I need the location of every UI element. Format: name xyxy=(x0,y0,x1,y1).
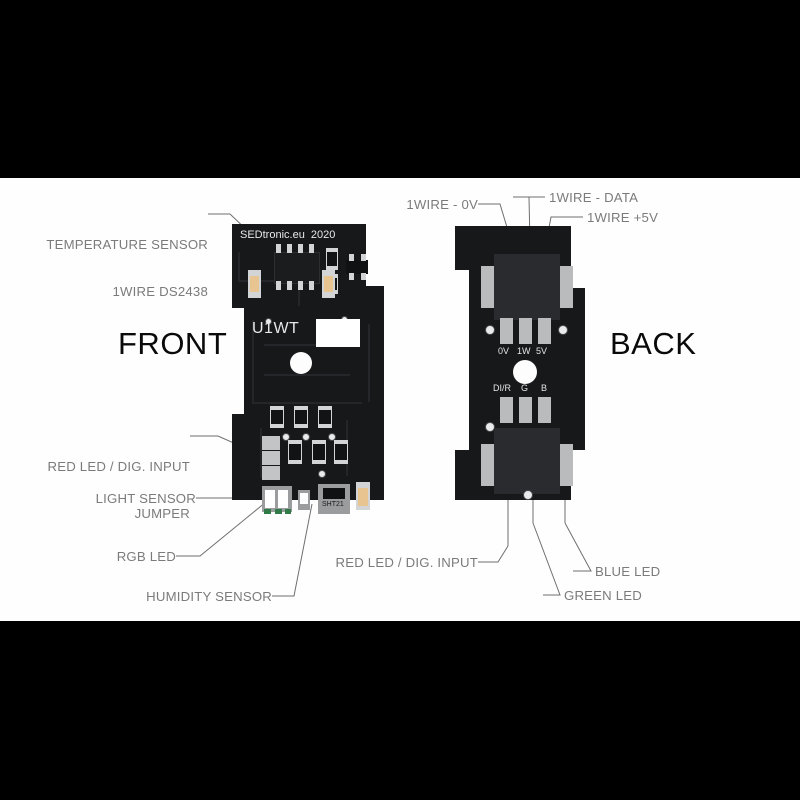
via xyxy=(328,433,336,441)
trace xyxy=(264,374,350,376)
smd-resistor-body xyxy=(335,444,347,460)
back-pad-label-g: G xyxy=(521,383,529,393)
callout-rgb-led: RGB LED xyxy=(116,549,176,564)
humidity-sensor-window xyxy=(323,488,345,499)
chip-lead xyxy=(309,281,314,290)
temperature-sensor-chip xyxy=(274,252,320,284)
chip-lead xyxy=(287,281,292,290)
sot-lead xyxy=(361,273,366,280)
back-pad-blue xyxy=(538,397,551,423)
back-pad-green xyxy=(519,397,532,423)
callout-humidity-sensor: HUMIDITY SENSOR xyxy=(146,589,272,604)
trace xyxy=(252,320,254,402)
gold-pad xyxy=(324,276,333,292)
mounting-via xyxy=(265,318,272,325)
callout-onewire-data: 1WIRE - DATA xyxy=(549,190,639,205)
connector-side-pad-left xyxy=(481,266,495,308)
callout-temperature-sensor-line2: 1WIRE DS2438 xyxy=(112,283,208,299)
front-pcb-body-shoulder xyxy=(232,286,384,308)
smd-capacitor-body xyxy=(327,252,337,266)
chip-lead xyxy=(276,281,281,290)
connector-side-pad-right-bottom xyxy=(559,444,573,486)
smd-resistor-body xyxy=(313,444,325,460)
led-pad xyxy=(285,509,291,514)
bottom-connector-module xyxy=(494,428,560,494)
callout-red-led-jumper-line2: JUMPER xyxy=(134,505,190,521)
callout-red-led-dig-input: RED LED / DIG. INPUT xyxy=(335,555,478,570)
front-pcb-body-mid xyxy=(244,308,384,414)
trace xyxy=(238,252,240,282)
back-pad-0v xyxy=(500,318,513,344)
trace xyxy=(264,344,360,346)
back-pad-label-0v: 0V xyxy=(498,346,510,356)
chip-lead xyxy=(287,244,292,253)
callout-onewire-5v: 1WIRE +5V xyxy=(587,210,659,225)
front-pcb: SEDtronic.eu 2020 xyxy=(228,224,388,524)
connector-side-pad-right xyxy=(559,266,573,308)
smd-resistor-body xyxy=(271,410,283,424)
chip-lead xyxy=(309,244,314,253)
small-led-lens xyxy=(300,493,308,504)
jumper-pad xyxy=(262,436,280,450)
trace xyxy=(260,428,262,478)
back-view-title: BACK xyxy=(610,326,697,361)
top-connector-module xyxy=(494,254,560,320)
sot-lead xyxy=(349,254,354,261)
callout-light-sensor: LIGHT SENSOR xyxy=(95,491,196,506)
light-sensor-window xyxy=(265,490,275,508)
callout-green-led: GREEN LED xyxy=(564,588,643,603)
smd-resistor-body xyxy=(289,444,301,460)
via xyxy=(485,422,495,432)
callout-temperature-sensor: TEMPERATURE SENSOR 1WIRE DS2438 xyxy=(16,206,208,330)
back-pad-label-1w: 1W xyxy=(517,346,531,356)
callout-temperature-sensor-line1: TEMPERATURE SENSOR xyxy=(46,237,208,252)
back-pad-label-dir: DI/R xyxy=(493,383,511,393)
back-pcb: 0V 1W 5V DI/R G B xyxy=(455,226,585,524)
gold-pad xyxy=(250,276,259,292)
back-pad-dir xyxy=(500,397,513,423)
via xyxy=(523,490,533,500)
callout-onewire-0v: 1WIRE - 0V xyxy=(406,197,478,212)
back-pad-label-5v: 5V xyxy=(536,346,548,356)
led-pad xyxy=(275,509,282,514)
front-view-title: FRONT xyxy=(118,326,228,361)
back-pad-5v xyxy=(538,318,551,344)
sot-lead xyxy=(349,273,354,280)
trace xyxy=(238,280,298,282)
chip-lead xyxy=(276,244,281,253)
callout-red-led-jumper: RED LED / DIG. INPUT JUMPER xyxy=(4,428,190,552)
smd-resistor-body xyxy=(295,410,307,424)
trace xyxy=(252,402,362,404)
led-pad xyxy=(264,509,271,514)
jumper-pad xyxy=(262,466,280,480)
jumper-pad xyxy=(262,451,280,465)
front-mounting-hole xyxy=(290,352,312,374)
humidity-sensor-part-label: SHT21 xyxy=(322,501,344,508)
chip-lead xyxy=(298,281,303,290)
back-pad-1w xyxy=(519,318,532,344)
via xyxy=(318,470,326,478)
diagram-canvas: TEMPERATURE SENSOR 1WIRE DS2438 RED LED … xyxy=(0,178,800,621)
sot-lead xyxy=(361,254,366,261)
chip-lead xyxy=(298,244,303,253)
trace xyxy=(298,280,300,306)
front-silkscreen-designator: U1WT xyxy=(252,320,300,337)
callout-red-led-jumper-line1: RED LED / DIG. INPUT xyxy=(47,459,190,474)
smd-resistor-body xyxy=(319,410,331,424)
sot-transistor xyxy=(346,260,368,274)
rgb-led-window xyxy=(278,490,288,508)
front-white-label xyxy=(316,319,360,347)
via xyxy=(282,433,290,441)
back-pad-label-b: B xyxy=(541,383,548,393)
front-silkscreen-brand: SEDtronic.eu 2020 xyxy=(240,229,336,241)
connector-side-pad-left-bottom xyxy=(481,444,495,486)
callout-blue-led: BLUE LED xyxy=(595,564,661,579)
via xyxy=(558,325,568,335)
trace xyxy=(368,324,370,402)
back-mounting-hole xyxy=(513,360,537,384)
gold-pad xyxy=(358,488,368,506)
via xyxy=(485,325,495,335)
via xyxy=(302,433,310,441)
